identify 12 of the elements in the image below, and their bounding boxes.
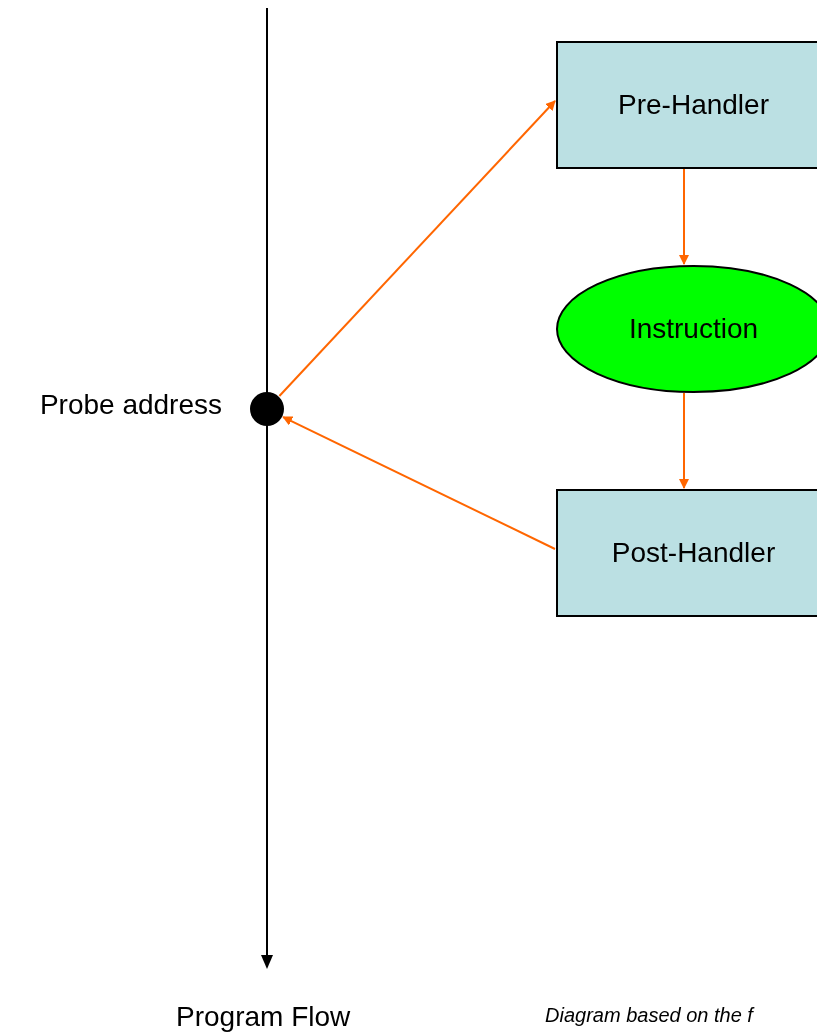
node-caption: Probe address xyxy=(39,388,222,422)
axis-label: Program Flow xyxy=(176,1000,351,1034)
arrow xyxy=(679,392,689,489)
arrow xyxy=(282,416,556,550)
caption-note: Diagram based on the f xyxy=(545,1003,753,1028)
handler-box xyxy=(556,41,817,169)
handler-box xyxy=(556,489,817,617)
node-label: Instruction xyxy=(628,312,759,346)
arrow xyxy=(278,100,556,397)
node-label: Post-Handler xyxy=(611,536,776,570)
node-label: Pre-Handler xyxy=(618,88,769,122)
arrow xyxy=(679,168,689,265)
